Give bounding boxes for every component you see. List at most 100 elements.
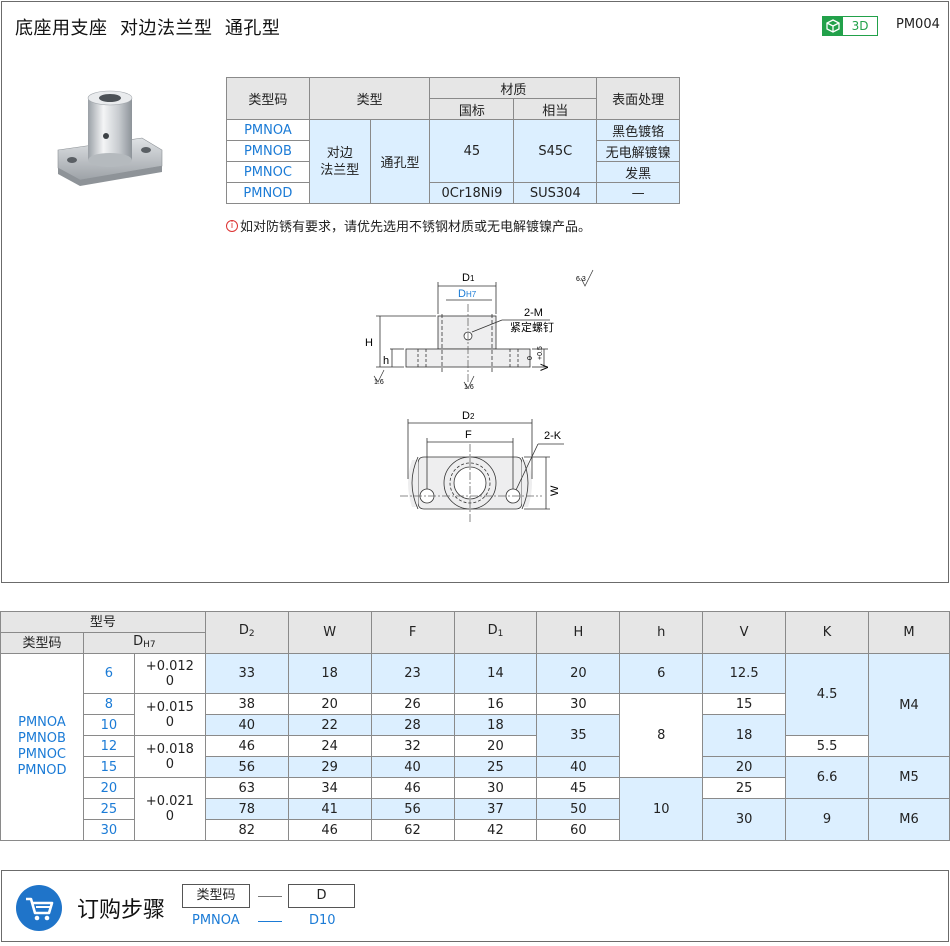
- order-steps-panel: 订购步骤 类型码 D PMNOA D10: [1, 870, 949, 942]
- type-sub-cell: 通孔型: [369, 119, 431, 204]
- drawing-2m: 2-M: [524, 307, 543, 319]
- spec-table: 类型码 类型 材质 表面处理 国标 相当 PMNOA 对边 法兰型 通孔型 45…: [226, 77, 680, 204]
- 3d-label: 3D: [851, 19, 869, 33]
- type-code-cell[interactable]: PMNOD: [226, 182, 310, 204]
- d1-value: 25: [453, 756, 538, 778]
- d2-value: 78: [204, 798, 289, 820]
- page-title: 底座用支座 对边法兰型 通孔型: [15, 18, 281, 39]
- cart-icon: [16, 885, 62, 931]
- dimension-table: 型号 D2 W F D1 H h V K M 类型码 DH7 PMNOA PMN…: [0, 611, 950, 841]
- d-value: 10: [82, 714, 135, 736]
- f-value: 23: [370, 653, 455, 694]
- dims-header-type-code: 类型码: [0, 632, 84, 654]
- dims-header-dh7: DH7: [82, 632, 206, 654]
- type-code[interactable]: PMNOA: [18, 715, 66, 730]
- w-value: 46: [287, 819, 372, 841]
- d2-value: 38: [204, 693, 289, 715]
- w-value: 18: [287, 653, 372, 694]
- drawing-w: W: [549, 485, 561, 496]
- type-code-cell[interactable]: PMNOB: [226, 140, 310, 162]
- surface-cell: 黑色镀铬: [596, 119, 680, 141]
- d-value: 25: [82, 798, 135, 820]
- k-value: 9: [785, 798, 869, 841]
- info-icon: i: [226, 219, 238, 232]
- d2-value: 63: [204, 777, 289, 799]
- drawing-dh7: DH7: [458, 288, 477, 300]
- dims-header-v: V: [702, 611, 787, 654]
- material-gb-cell: 45: [429, 119, 515, 183]
- spec-header-equiv: 相当: [513, 98, 598, 120]
- d-tolerance: +0.015 0: [133, 693, 206, 736]
- roughness-mark: 1.6: [374, 379, 384, 386]
- type-code[interactable]: PMNOC: [17, 747, 67, 762]
- type-code-cell[interactable]: PMNOC: [226, 161, 310, 183]
- v-value: 25: [702, 777, 787, 799]
- w-value: 24: [287, 735, 372, 757]
- d-value: 12: [82, 735, 135, 757]
- v-value: 18: [702, 714, 787, 757]
- H-value: 45: [536, 777, 621, 799]
- d-value: 30: [82, 819, 135, 841]
- k-value: 5.5: [785, 735, 869, 757]
- drawing-v-tol2: 0: [527, 356, 534, 360]
- h-value: 8: [619, 693, 704, 778]
- d2-value: 46: [204, 735, 289, 757]
- type-code[interactable]: PMNOB: [18, 731, 66, 746]
- H-value: 30: [536, 693, 621, 715]
- d2-value: 56: [204, 756, 289, 778]
- f-value: 32: [370, 735, 455, 757]
- d-value: 20: [82, 777, 135, 799]
- drawing-v-tol: +0.5: [537, 346, 544, 360]
- type-main-cell: 对边 法兰型: [308, 119, 371, 204]
- spec-header-gb: 国标: [429, 98, 515, 120]
- d2-value: 82: [204, 819, 289, 841]
- dims-type-codes: PMNOA PMNOB PMNOC PMNOD: [0, 653, 84, 841]
- d1-value: 16: [453, 693, 538, 715]
- d1-value: 18: [453, 714, 538, 736]
- f-value: 28: [370, 714, 455, 736]
- w-value: 41: [287, 798, 372, 820]
- order-title: 订购步骤: [77, 898, 166, 923]
- type-code[interactable]: PMNOD: [17, 763, 67, 778]
- v-value: 15: [702, 693, 787, 715]
- d2-value: 40: [204, 714, 289, 736]
- drawing-d1: D1: [462, 272, 475, 284]
- d1-value: 20: [453, 735, 538, 757]
- h-value: 10: [619, 777, 704, 841]
- surface-cell: 无电解镀镍: [596, 140, 680, 162]
- drawing-v: V: [539, 363, 551, 371]
- H-value: 20: [536, 653, 621, 694]
- H-value: 50: [536, 798, 621, 820]
- d1-value: 37: [453, 798, 538, 820]
- f-value: 40: [370, 756, 455, 778]
- spec-header-surface: 表面处理: [596, 77, 680, 120]
- product-info-panel: 底座用支座 对边法兰型 通孔型 3D PM004 类型码 类型: [1, 1, 949, 583]
- drawing-h: h: [383, 355, 389, 367]
- dims-header-m: M: [867, 611, 950, 654]
- rust-note-text: 如对防锈有要求，请优先选用不锈钢材质或无电解镀镍产品。: [240, 220, 592, 235]
- v-value: 20: [702, 756, 787, 778]
- type-code-cell[interactable]: PMNOA: [226, 119, 310, 141]
- d2-value: 33: [204, 653, 289, 694]
- product-photo: [57, 90, 163, 186]
- order-connector: [258, 921, 282, 922]
- f-value: 56: [370, 798, 455, 820]
- 3d-model-button[interactable]: 3D: [822, 16, 878, 36]
- d1-value: 30: [453, 777, 538, 799]
- d-value: 6: [82, 653, 135, 694]
- rust-note: i 如对防锈有要求，请优先选用不锈钢材质或无电解镀镍产品。: [226, 216, 591, 235]
- surface-cell: —: [596, 182, 680, 204]
- spec-header-type-code: 类型码: [226, 77, 310, 120]
- order-connector: [258, 896, 282, 897]
- v-value: 30: [702, 798, 787, 841]
- H-value: 35: [536, 714, 621, 757]
- m-value: M4: [867, 653, 950, 757]
- m-value: M6: [867, 798, 950, 841]
- surface-cell: 发黑: [596, 161, 680, 183]
- dims-header-d2: D2: [204, 611, 289, 654]
- k-value: 4.5: [785, 653, 869, 736]
- dims-header-H: H: [536, 611, 621, 654]
- d-value: 8: [82, 693, 135, 715]
- d1-value: 42: [453, 819, 538, 841]
- order-box-d: D: [288, 884, 355, 908]
